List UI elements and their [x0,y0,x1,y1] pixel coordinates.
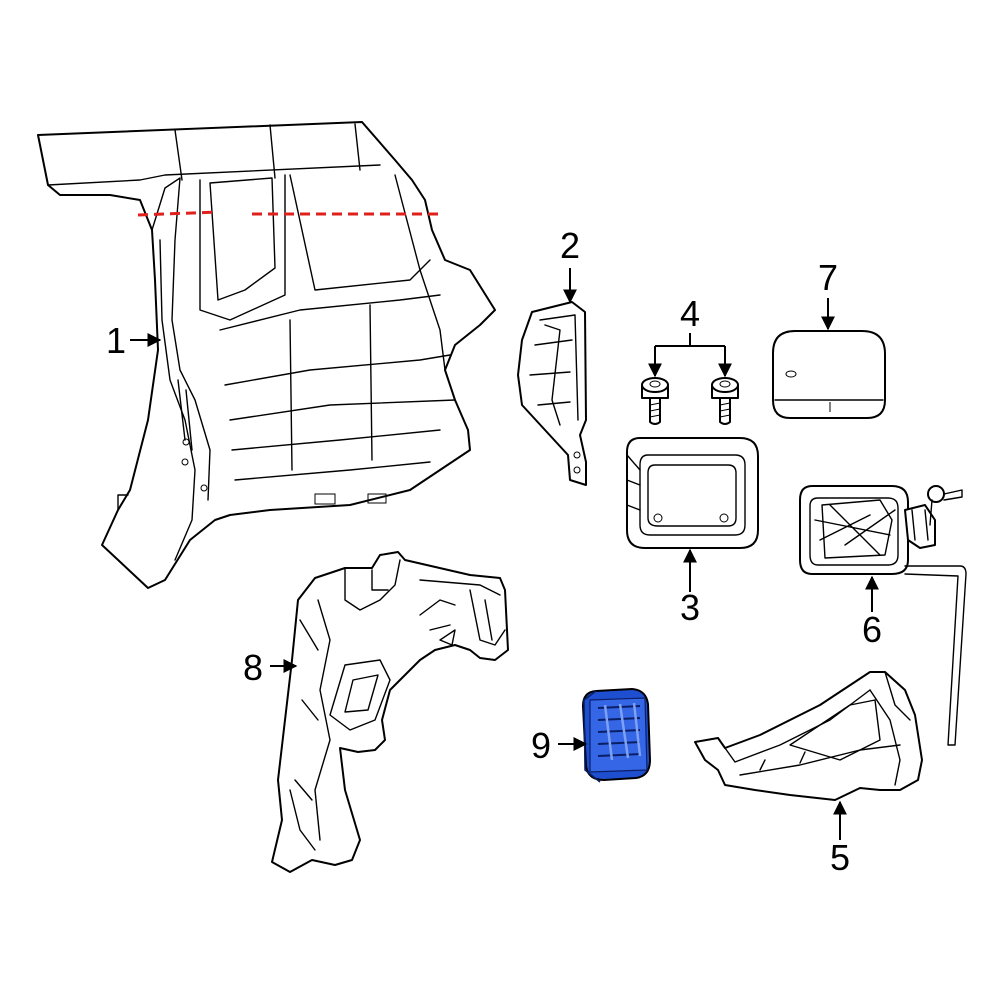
leader-lines [130,268,879,840]
leader-4 [648,333,732,378]
callout-9: 9 [531,725,551,766]
part-3-fuel-door-housing [626,437,759,549]
part-6-filler-housing [799,485,967,746]
callout-numbers: 1 2 3 4 5 6 7 8 9 [106,225,882,878]
callout-4: 4 [680,293,700,334]
callout-8: 8 [243,647,263,688]
callout-2: 2 [560,225,580,266]
callout-7: 7 [818,257,838,298]
part-8-wheelhouse-liner [271,551,509,873]
screw-left [641,377,669,425]
part-2-bracket [517,301,587,486]
callout-5: 5 [830,837,850,878]
callout-1: 1 [106,320,126,361]
cut-line [137,210,440,217]
callout-6: 6 [862,609,882,650]
part-9-vent-highlighted [581,687,652,783]
part-1-quarter-panel [37,121,496,589]
part-4-screws [641,377,739,425]
part-5-splash-shield [694,671,923,801]
screw-right [711,377,739,425]
part-7-fuel-door [772,330,886,419]
callout-3: 3 [680,587,700,628]
